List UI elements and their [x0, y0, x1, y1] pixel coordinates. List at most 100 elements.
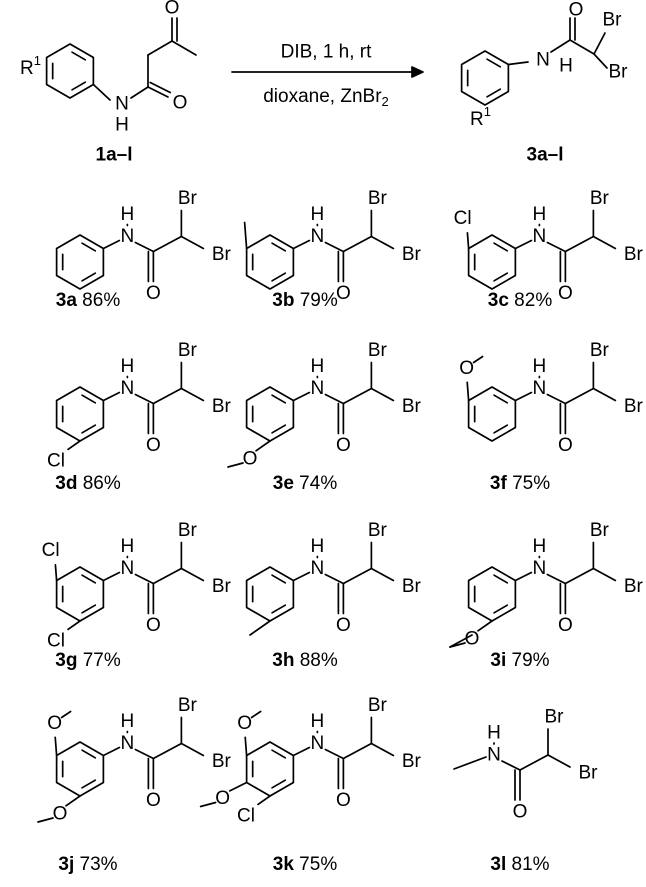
c-br-bond: [180, 387, 205, 402]
hydrogen-label: H: [533, 356, 547, 377]
oxygen-label: O: [459, 358, 474, 379]
n-c-bond: [134, 748, 155, 760]
bromine-label: Br: [212, 244, 232, 265]
aryl-n-bond: [292, 391, 311, 402]
c-o-bond: [228, 781, 248, 792]
c-c-bond: [152, 742, 183, 760]
nitrogen-label: N: [311, 226, 325, 247]
hydrogen-label: H: [115, 115, 129, 136]
r-superscript: 1: [34, 53, 41, 68]
n-c-bond: [324, 393, 345, 405]
c-br-bond: [180, 235, 205, 250]
yield-value: 82%: [509, 290, 552, 311]
o-alkyl-bond: [227, 462, 244, 468]
r-label: R: [20, 58, 34, 79]
chlorine-label: Cl: [237, 806, 255, 827]
aryl-n-bond: [507, 61, 529, 66]
c-c-bond: [569, 39, 595, 55]
bromine-label: Br: [545, 707, 565, 728]
hydrogen-label: H: [559, 56, 573, 77]
c-c-bond: [519, 754, 549, 771]
aryl-n-bond: [102, 391, 121, 402]
n-c-bond: [546, 573, 567, 585]
o-alkyl-bond: [37, 817, 54, 823]
n-c-bond: [550, 39, 571, 53]
compound-id: 3f: [490, 473, 508, 494]
caption-3k: 3k 75%: [273, 854, 338, 875]
aryl-n-bond: [514, 391, 533, 402]
c-br-bond: [592, 387, 617, 402]
oxygen-label: O: [569, 0, 584, 21]
caption-3b: 3b 79%: [272, 290, 338, 311]
aromatic-double-bond: [271, 574, 287, 584]
oxygen-label: O: [336, 435, 351, 456]
c-br-bond: [593, 32, 606, 55]
n-c-bond: [501, 760, 521, 771]
c-c-bond: [342, 567, 373, 585]
bromine-label: Br: [609, 62, 629, 83]
methyl-bond: [453, 756, 487, 770]
aromatic-double-bond: [81, 394, 97, 404]
aryl-n-bond: [514, 239, 533, 250]
bromine-label: Br: [590, 520, 610, 541]
bromine-label: Br: [212, 396, 232, 417]
aromatic-double-bond: [493, 424, 509, 434]
aromatic-double-bond: [493, 574, 509, 584]
benzene-ring: [55, 566, 105, 622]
caption-3c: 3c 82%: [488, 290, 553, 311]
aromatic-double-bond: [271, 242, 287, 252]
bromine-label: Br: [624, 244, 644, 265]
hydrogen-label: H: [121, 711, 135, 732]
bromine-label: Br: [178, 188, 198, 209]
c-br-bond: [370, 742, 395, 757]
benzene-ring: [467, 566, 517, 622]
c-c-bond: [152, 567, 183, 585]
c-c-bond: [152, 387, 183, 405]
n-c-bond: [324, 748, 345, 760]
oxygen-label: O: [336, 790, 351, 811]
n-c-bond: [134, 573, 155, 585]
c-cl-bond: [466, 232, 470, 250]
nitrogen-label: N: [536, 50, 550, 71]
c-c-bond: [564, 567, 595, 585]
compound-id: 3d: [55, 473, 77, 494]
aromatic-double-bond: [81, 749, 97, 759]
bromine-label: Br: [212, 751, 232, 772]
hydrogen-label: H: [311, 711, 325, 732]
nitrogen-label: N: [115, 94, 129, 115]
c-br-bond: [370, 387, 395, 402]
oxygen-label: O: [146, 615, 161, 636]
bromine-label: Br: [603, 10, 623, 31]
compound-id: 3e: [273, 473, 294, 494]
yield-value: 86%: [77, 290, 120, 311]
aromatic-double-bond: [271, 394, 287, 404]
bromine-label: Br: [178, 340, 198, 361]
aryl-n-bond: [102, 239, 121, 250]
o-alkyl-bond: [60, 710, 72, 719]
n-c-bond: [134, 393, 155, 405]
caption-3j: 3j 73%: [58, 854, 117, 875]
c-o-bond: [477, 620, 493, 632]
oxygen-label: O: [336, 615, 351, 636]
caption-3h: 3h 88%: [272, 650, 338, 671]
bromine-label: Br: [368, 188, 388, 209]
arrow-head: [411, 66, 424, 78]
n-c-bond: [134, 241, 155, 253]
aryl-n-bond: [292, 571, 311, 582]
r1-substituent-label: R1: [20, 53, 41, 79]
bromine-label: Br: [212, 576, 232, 597]
benzene-ring: [460, 50, 510, 106]
compound-id: 3j: [58, 854, 74, 875]
nitrogen-label: N: [311, 558, 325, 579]
oxygen-label: O: [47, 713, 62, 734]
bromine-label: Br: [402, 576, 422, 597]
aromatic-double-bond: [81, 604, 97, 614]
aromatic-double-bond: [493, 604, 509, 614]
hydrogen-label: H: [533, 536, 547, 557]
compound-id: 3g: [55, 650, 77, 671]
nitrogen-label: N: [311, 378, 325, 399]
